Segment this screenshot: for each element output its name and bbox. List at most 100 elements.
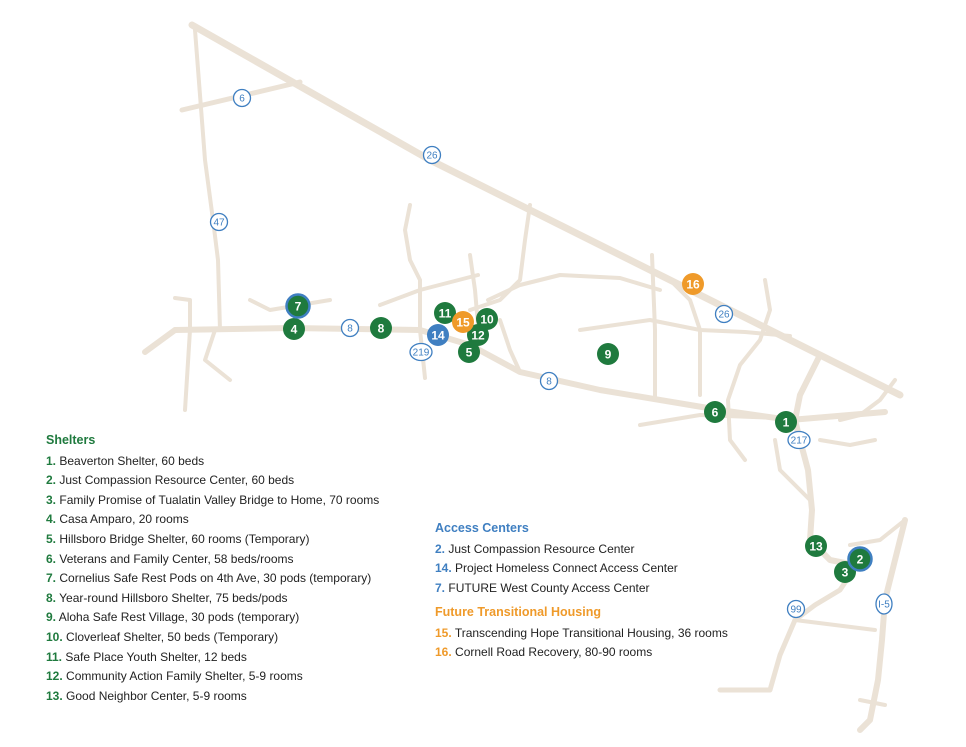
legend-item-text: Cornell Road Recovery, 80-90 rooms bbox=[455, 645, 653, 660]
marker-number: 15 bbox=[456, 315, 470, 329]
legend-item: 12. Community Action Family Shelter, 5-9… bbox=[46, 667, 379, 687]
legend-item-text: Cornelius Safe Rest Pods on 4th Ave, 30 … bbox=[59, 571, 372, 586]
minor-road bbox=[403, 203, 427, 380]
minor-road bbox=[578, 318, 792, 338]
marker-dot bbox=[370, 317, 392, 339]
marker-number: 10 bbox=[480, 312, 494, 326]
legend-item-number: 5. bbox=[46, 531, 57, 546]
highway-shield-label: 6 bbox=[239, 94, 245, 105]
legend-item-number: 7. bbox=[435, 580, 446, 595]
marker-number: 8 bbox=[378, 321, 385, 335]
marker-number: 16 bbox=[686, 277, 700, 291]
legend-item: 16. Cornell Road Recovery, 80-90 rooms bbox=[435, 643, 728, 663]
legend-item-number: 14. bbox=[435, 561, 452, 576]
highway-shield-outline bbox=[875, 593, 893, 615]
legend-item-number: 2. bbox=[46, 473, 57, 488]
marker-dot bbox=[467, 324, 489, 346]
map-marker-shelter[interactable]: 2 bbox=[847, 546, 873, 572]
highway-shield: 99 bbox=[786, 599, 806, 619]
legend-item-number: 3. bbox=[46, 492, 57, 507]
map-marker-shelter[interactable]: 7 bbox=[285, 293, 311, 319]
map-marker-shelter[interactable]: 12 bbox=[467, 324, 489, 346]
minor-road bbox=[638, 413, 782, 427]
highway-shield-outline bbox=[539, 371, 559, 391]
marker-number: 14 bbox=[431, 328, 445, 342]
legend-heading-access: Access Centers bbox=[435, 521, 529, 535]
minor-road bbox=[726, 278, 772, 462]
legend-item: 15. Transcending Hope Transitional Housi… bbox=[435, 624, 728, 644]
legend-item-text: Cloverleaf Shelter, 50 beds (Temporary) bbox=[66, 629, 279, 644]
highway-shield-outline bbox=[340, 318, 360, 338]
legend-item-text: Year-round Hillsboro Shelter, 75 beds/po… bbox=[59, 590, 288, 605]
marker-access-ring bbox=[285, 293, 311, 319]
highway-shield: 217 bbox=[787, 430, 811, 450]
map-marker-access[interactable]: 14 bbox=[427, 324, 449, 346]
legend-item: 10. Cloverleaf Shelter, 50 beds (Tempora… bbox=[46, 628, 379, 648]
legend-heading-shelters: Shelters bbox=[46, 433, 96, 447]
highway-shield-outline bbox=[714, 304, 734, 324]
map-marker-future[interactable]: 15 bbox=[452, 311, 474, 333]
map-marker-shelter[interactable]: 10 bbox=[476, 308, 498, 330]
map-marker-future[interactable]: 16 bbox=[682, 273, 704, 295]
legend-future-housing: Future Transitional Housing 15. Transcen… bbox=[435, 603, 728, 663]
legend-items-future: 15. Transcending Hope Transitional Housi… bbox=[435, 624, 728, 663]
legend-item: 1. Beaverton Shelter, 60 beds bbox=[46, 452, 379, 472]
legend-item-number: 13. bbox=[46, 688, 63, 703]
map-marker-shelter[interactable]: 6 bbox=[704, 401, 726, 423]
highway-shield: 6 bbox=[232, 88, 252, 108]
legend-item-text: FUTURE West County Access Center bbox=[448, 580, 650, 595]
map-marker-shelter[interactable]: 13 bbox=[805, 535, 827, 557]
highway-shield-label: 26 bbox=[718, 310, 730, 321]
legend-item: 2. Just Compassion Resource Center bbox=[435, 540, 678, 560]
minor-road bbox=[173, 296, 192, 412]
map-marker-shelter[interactable]: 5 bbox=[458, 341, 480, 363]
highway-shield-label: 99 bbox=[790, 605, 802, 616]
marker-dot bbox=[458, 341, 480, 363]
highway-shield: 26 bbox=[422, 145, 442, 165]
legend-item-number: 10. bbox=[46, 629, 63, 644]
highway-shield: 219 bbox=[409, 342, 433, 362]
highway-shield: 8 bbox=[539, 371, 559, 391]
minor-road bbox=[793, 618, 877, 632]
legend-item-text: Veterans and Family Center, 58 beds/room… bbox=[59, 551, 294, 566]
legend-item-number: 16. bbox=[435, 645, 452, 660]
highway-shield-outline bbox=[786, 599, 806, 619]
marker-dot bbox=[283, 318, 305, 340]
map-marker-shelter[interactable]: 8 bbox=[370, 317, 392, 339]
legend-item: 6. Veterans and Family Center, 58 beds/r… bbox=[46, 550, 379, 570]
marker-dot bbox=[775, 411, 797, 433]
legend-item-number: 7. bbox=[46, 571, 57, 586]
legend-item-number: 2. bbox=[435, 541, 446, 556]
legend-item: 7. FUTURE West County Access Center bbox=[435, 579, 678, 599]
highway-8-road bbox=[142, 325, 888, 423]
legend-item: 2. Just Compassion Resource Center, 60 b… bbox=[46, 471, 379, 491]
marker-number: 7 bbox=[295, 299, 302, 313]
legend-item-text: Family Promise of Tualatin Valley Bridge… bbox=[59, 492, 380, 507]
highway-shield-outline bbox=[422, 145, 442, 165]
highway-47-road bbox=[193, 28, 222, 332]
legend-item: 13. Good Neighbor Center, 5-9 rooms bbox=[46, 687, 379, 707]
map-marker-shelter[interactable]: 9 bbox=[597, 343, 619, 365]
marker-number: 9 bbox=[605, 347, 612, 361]
minor-road bbox=[818, 438, 877, 447]
minor-road bbox=[486, 273, 662, 302]
map-marker-shelter[interactable]: 1 bbox=[775, 411, 797, 433]
highway-217-road bbox=[792, 352, 858, 568]
highway-shield: 47 bbox=[209, 212, 229, 232]
highway-shield-label: 47 bbox=[213, 218, 225, 229]
map-marker-shelter[interactable]: 11 bbox=[434, 302, 456, 324]
legend-item-text: Aloha Safe Rest Village, 30 pods (tempor… bbox=[58, 610, 300, 625]
legend-item-text: Just Compassion Resource Center bbox=[448, 541, 635, 556]
legend-item-number: 8. bbox=[46, 590, 57, 605]
map-marker-shelter[interactable]: 4 bbox=[283, 318, 305, 340]
marker-number: 3 bbox=[842, 565, 849, 579]
legend-item-text: Community Action Family Shelter, 5-9 roo… bbox=[66, 669, 303, 684]
interstate-5-road bbox=[857, 517, 908, 733]
marker-dot bbox=[287, 295, 309, 317]
legend-item: 8. Year-round Hillsboro Shelter, 75 beds… bbox=[46, 589, 379, 609]
highway-shield: I-5 bbox=[875, 593, 893, 615]
marker-dot bbox=[805, 535, 827, 557]
